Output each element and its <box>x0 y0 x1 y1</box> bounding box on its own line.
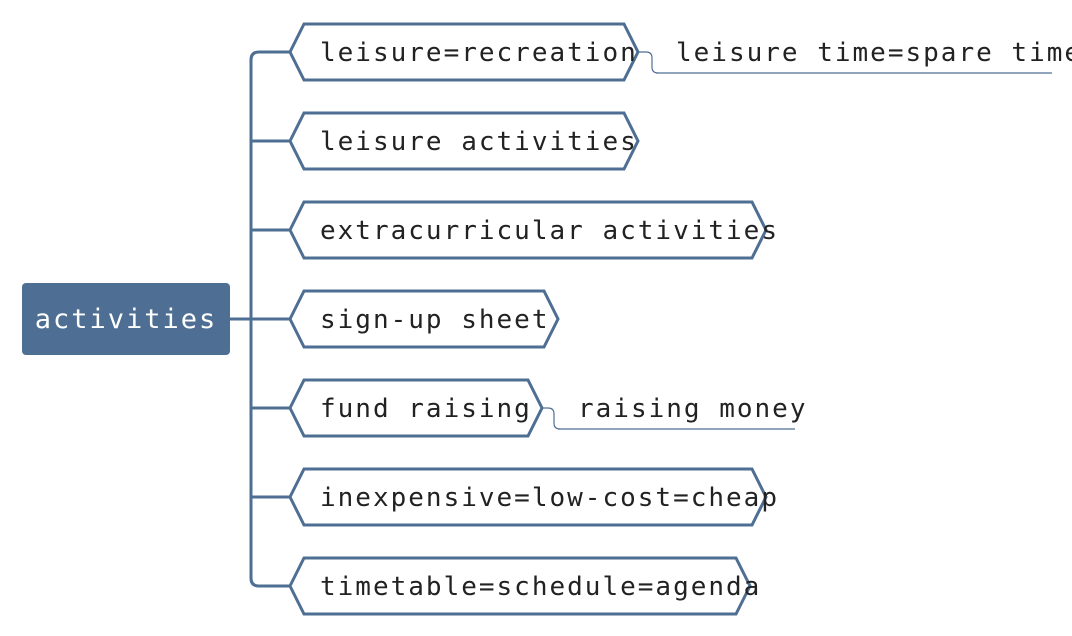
root-node-label: activities <box>35 304 218 335</box>
branch-connector <box>249 577 290 588</box>
branch-node[interactable]: leisure activities <box>288 111 640 171</box>
root-node[interactable]: activities <box>22 283 230 355</box>
branch-node-label: extracurricular activities <box>320 216 779 246</box>
sub-connector <box>542 407 561 430</box>
sub-node-label: leisure time=spare time <box>676 38 1072 68</box>
branch-node[interactable]: fund raising <box>288 378 544 438</box>
branch-node-label: leisure=recreation <box>320 38 638 68</box>
branch-node-shape <box>288 556 752 616</box>
branch-node-label: timetable=schedule=agenda <box>320 572 761 602</box>
root-node-box <box>22 283 230 355</box>
sub-connector <box>638 51 659 74</box>
branch-node[interactable]: leisure=recreation <box>288 22 640 82</box>
branch-node-shape <box>288 467 768 527</box>
branch-node-shape <box>288 378 544 438</box>
branch-node-label: inexpensive=low-cost=cheap <box>320 483 779 513</box>
branch-node-label: fund raising <box>320 394 532 424</box>
branch-node-label: sign-up sheet <box>320 305 550 335</box>
branch-node-shape <box>288 200 768 260</box>
branch-node[interactable]: timetable=schedule=agenda <box>288 556 761 616</box>
connectors <box>230 50 659 588</box>
sub-node[interactable]: leisure time=spare time <box>656 38 1072 74</box>
sub-node[interactable]: raising money <box>558 394 808 430</box>
branch-node[interactable]: extracurricular activities <box>288 200 779 260</box>
branch-node-shape <box>288 111 640 171</box>
branch-node[interactable]: sign-up sheet <box>288 289 560 349</box>
branch-node-shape <box>288 289 560 349</box>
branch-connector <box>249 50 290 61</box>
branch-node-label: leisure activities <box>320 127 638 157</box>
sub-node-label: raising money <box>578 394 808 424</box>
branch-node-shape <box>288 22 640 82</box>
branch-node[interactable]: inexpensive=low-cost=cheap <box>288 467 779 527</box>
